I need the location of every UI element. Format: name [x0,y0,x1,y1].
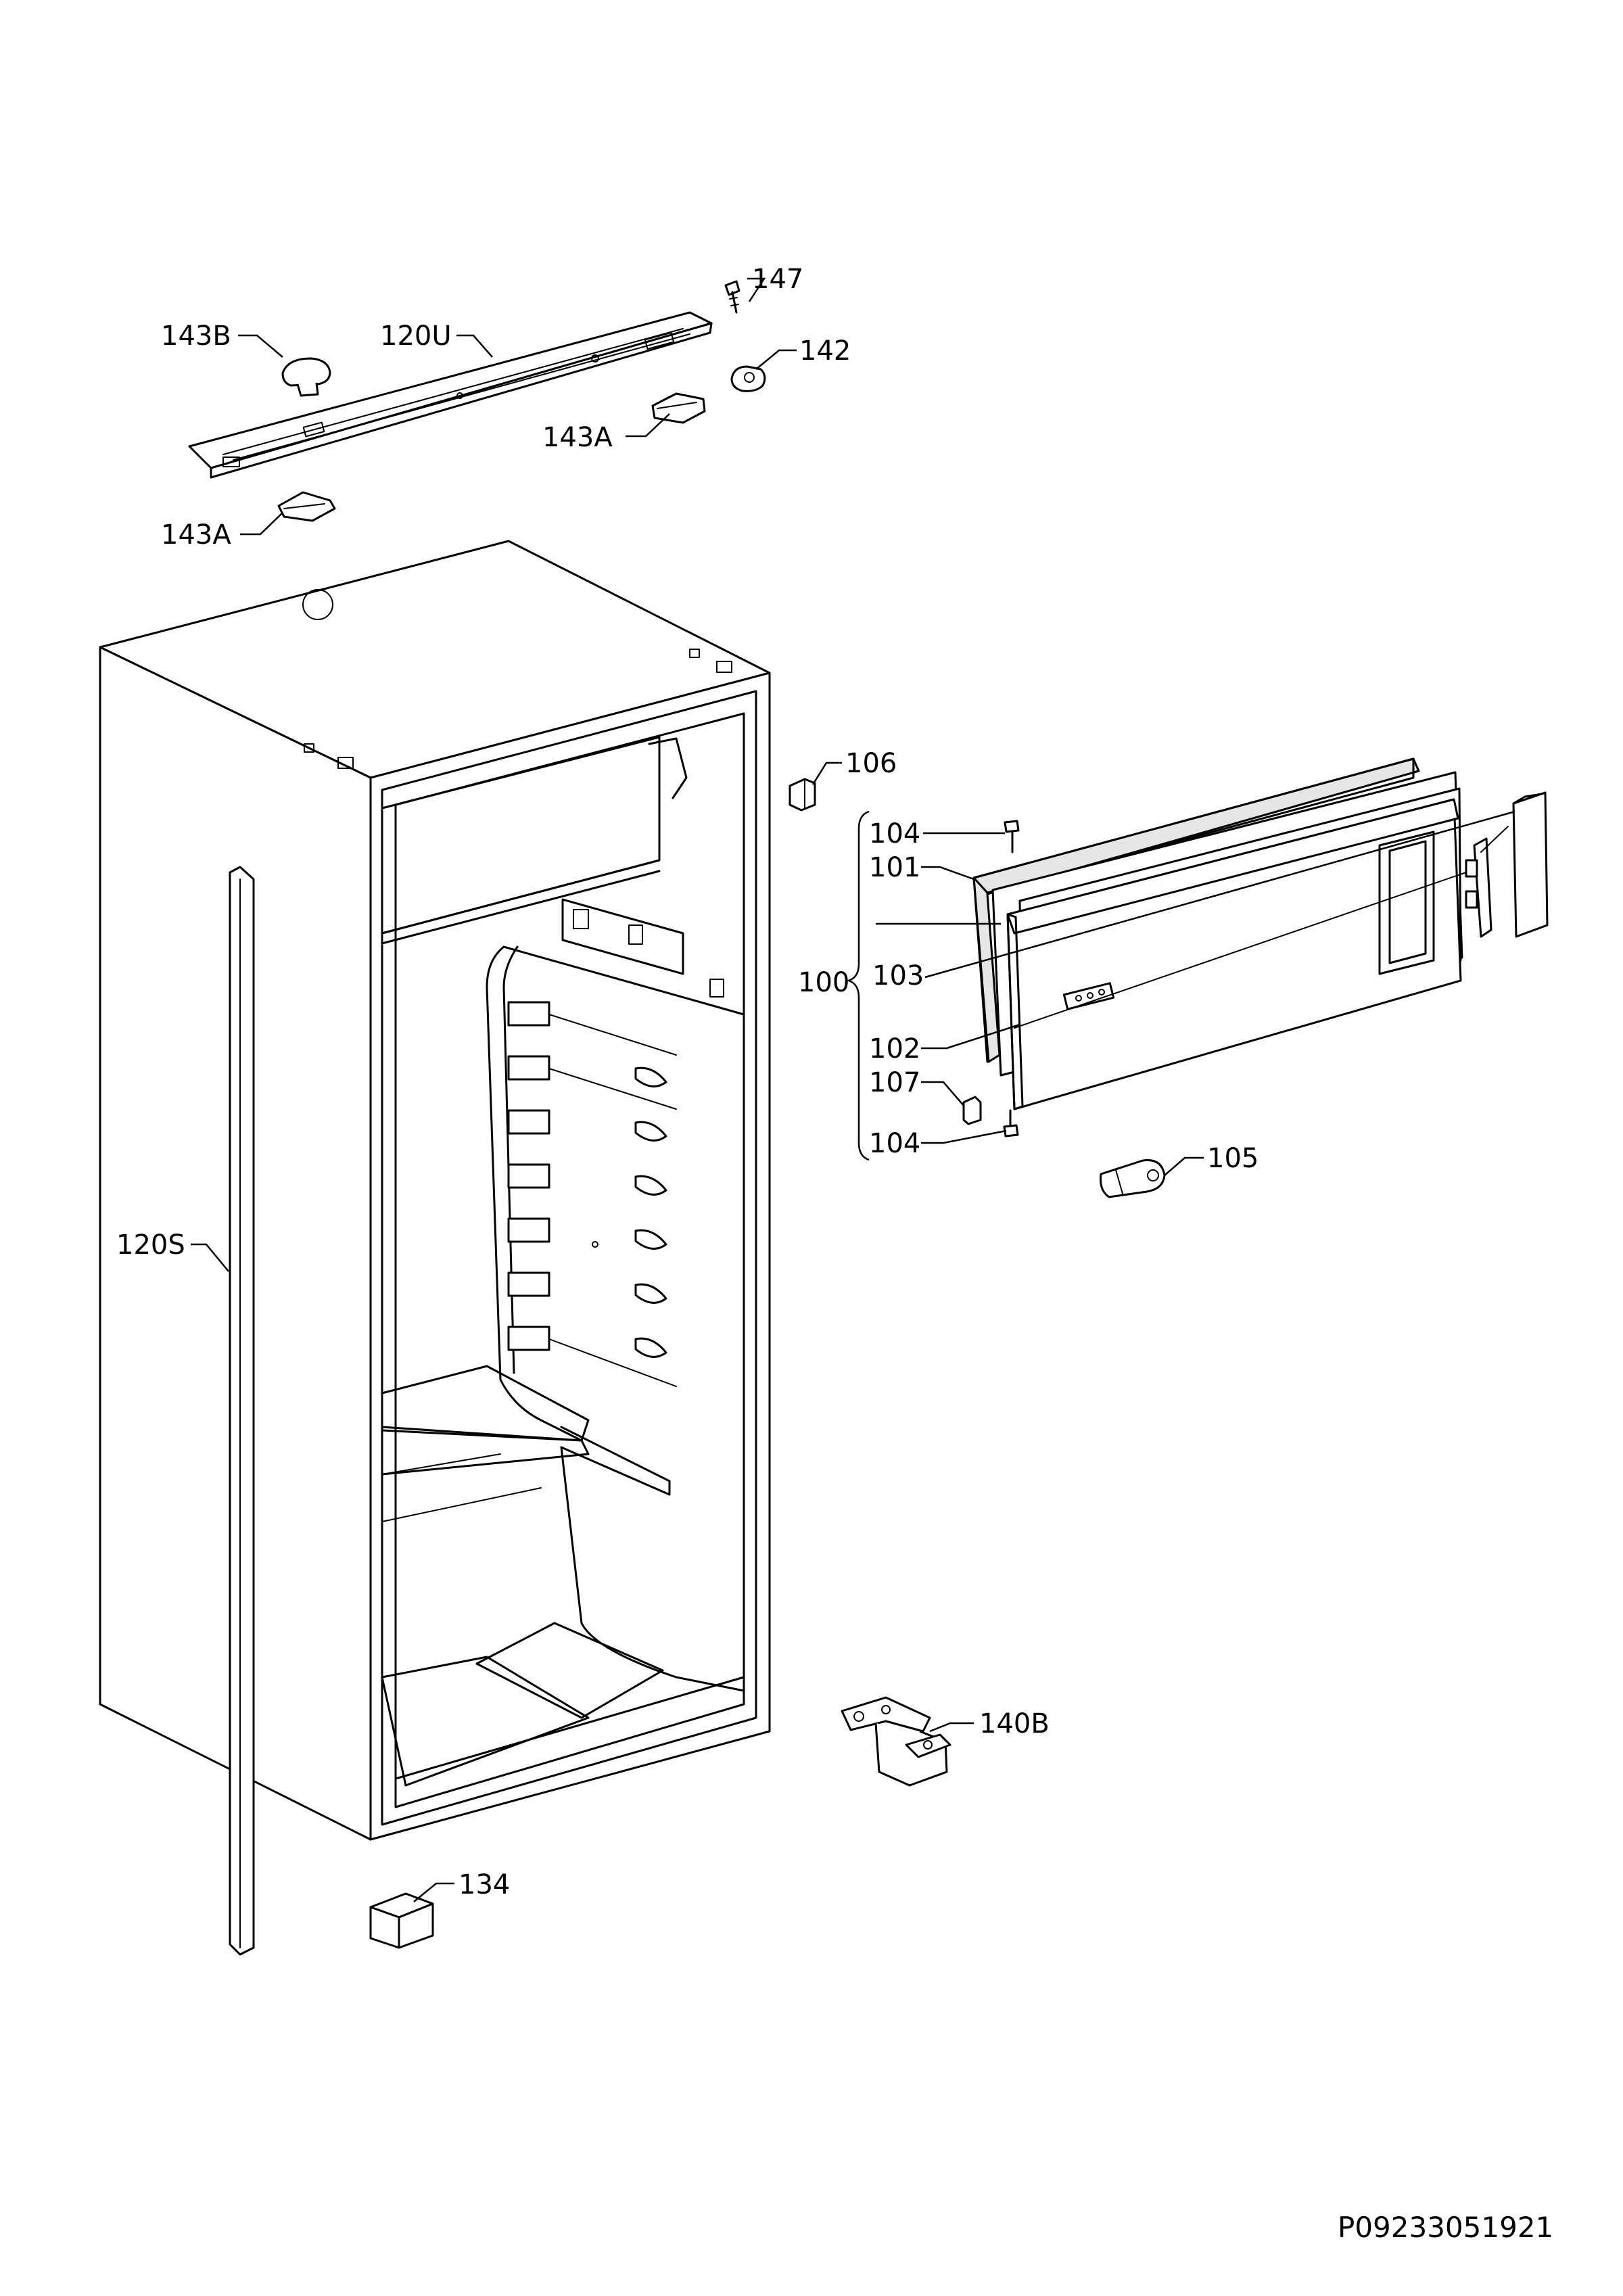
label-120u: 120U [380,321,452,352]
label-147: 147 [752,264,803,295]
label-106: 106 [845,748,897,779]
hinge-cover-part-143a-upper [651,392,706,424]
label-107: 107 [869,1067,920,1098]
label-134: 134 [458,1869,510,1900]
bearing-part-142 [730,365,766,392]
guide-line-2 [1014,872,1467,1029]
label-140b: 140B [979,1708,1050,1739]
cabinet-body-part-120s [99,540,771,1841]
leader-lines [191,277,1515,1902]
label-105: 105 [1207,1143,1259,1174]
door-hinge-bracket [1465,837,1492,938]
label-143a-top: 143A [542,422,613,453]
label-143a-bottom: 143A [161,519,231,550]
guide-line-1 [1480,826,1509,853]
top-rail-part-120u [188,311,713,479]
shelf-supports [507,1001,667,1358]
spacer-part-107 [962,1096,982,1125]
door-gasket-part-101 [972,757,1420,1063]
drawing-code: P09233051921 [1338,2211,1553,2244]
label-104-top: 104 [869,818,920,849]
screw-part-104-upper [1004,820,1020,853]
door-trim-cover [1512,791,1549,938]
plug-part-143b [281,357,331,397]
label-104-bottom: 104 [869,1128,920,1159]
label-102: 102 [869,1033,920,1064]
label-142: 142 [799,335,851,367]
hinge-pin-part-105 [1100,1158,1166,1198]
label-143b: 143B [161,321,231,352]
screw-part-104-lower [1003,1109,1019,1138]
screw-part-147 [724,280,740,314]
cap-part-106 [789,778,816,812]
side-trim-strip [229,866,255,1956]
assembly-brace-100 [846,810,870,1161]
bottom-hinge-part-140b [841,1696,951,1787]
foot-block-part-134 [369,1892,434,1949]
door-assembly-part-100 [991,771,1463,1110]
label-120s: 120S [116,1229,185,1261]
label-103: 103 [872,960,924,991]
label-100: 100 [798,967,849,998]
hinge-cover-part-143a-lower [277,491,336,522]
label-101: 101 [869,852,920,883]
